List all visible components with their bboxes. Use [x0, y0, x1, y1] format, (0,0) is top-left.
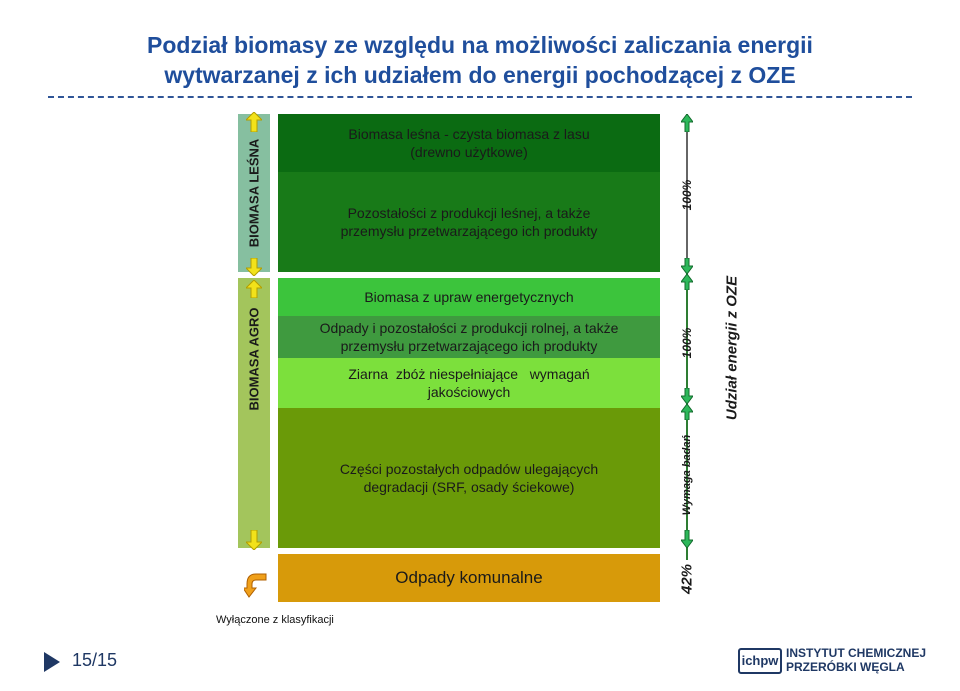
lesna-bottom-arrow-icon: [246, 258, 262, 276]
wymaga-badan: Wymaga badań: [681, 434, 693, 516]
title-line-1: Podział biomasy ze względu na możliwości…: [147, 32, 813, 58]
biomasa-agro-bar: BIOMASA AGRO: [238, 278, 270, 548]
ruler-agro-end-arrow-icon: [681, 388, 693, 404]
title-line-2: wytwarzanej z ich udziałem do energii po…: [164, 62, 796, 88]
pct-lesna-wrap: 100%: [672, 150, 702, 240]
agro-block-2: Odpady i pozostałości z produkcji rolnej…: [278, 316, 660, 358]
biomasa-lesna-bar: BIOMASA LEŚNA: [238, 114, 270, 272]
logo-mark: ichpw: [741, 653, 779, 668]
pct-agro-wrap: 100%: [672, 298, 702, 388]
agro-block-3-line-1: Ziarna zbóż niespełniające wymagań: [348, 366, 590, 382]
ruler-lesna-end-arrow-icon: [681, 258, 693, 274]
komunalne-block: Odpady komunalne: [278, 554, 660, 602]
logo-line-1: INSTYTUT CHEMICZNEJ: [786, 646, 927, 660]
excluded-turn-arrow-icon: [244, 573, 267, 598]
lesna-block-2-line-2: przemysłu przetwarzającego ich produkty: [340, 223, 598, 239]
agro-block-1-label: Biomasa z upraw energetycznych: [364, 289, 574, 305]
agro-block-2-line-1: Odpady i pozostałości z produkcji rolnej…: [319, 320, 619, 336]
udzial-energii-label: Udział energii z OZE: [723, 275, 741, 421]
excluded-note: Wyłączone z klasyfikacji: [216, 614, 334, 626]
pct-agro: 100%: [680, 327, 694, 359]
agro-top-arrow-icon: [246, 280, 262, 298]
pct-kom-wrap: 42%: [672, 556, 702, 602]
lesna-ruler-line: [686, 114, 688, 272]
udzial-wrap: Udział energii z OZE: [716, 270, 748, 426]
lesna-block-1-line-1: Biomasa leśna - czysta biomasa z lasu: [348, 126, 590, 142]
lesna-block-1: Biomasa leśna - czysta biomasa z lasu (d…: [278, 114, 660, 172]
ruler-degr-start-arrow-icon: [681, 404, 693, 420]
pct-komunalne: 42%: [678, 563, 696, 595]
biomasa-agro-label: BIOMASA AGRO: [246, 307, 262, 411]
title-divider: [48, 96, 912, 98]
komunalne-label: Odpady komunalne: [395, 568, 543, 587]
ruler-degr-end-arrow-icon: [681, 530, 693, 548]
lesna-top-arrow-icon: [246, 112, 262, 132]
degradation-block-line-2: degradacji (SRF, osady ściekowe): [363, 479, 575, 495]
lesna-block-1-line-2: (drewno użytkowe): [410, 144, 528, 160]
ichpw-logo: ichpw: [738, 648, 782, 674]
play-triangle-icon: [44, 652, 60, 672]
agro-block-2-line-2: przemysłu przetwarzającego ich produkty: [340, 338, 598, 354]
page-number: 15/15: [72, 650, 118, 670]
agro-block-1: Biomasa z upraw energetycznych: [278, 278, 660, 316]
ruler-top-arrow-icon: [681, 114, 693, 132]
biomasa-lesna-label: BIOMASA LEŚNA: [246, 138, 262, 248]
agro-block-3: Ziarna zbóż niespełniające wymagań jakoś…: [278, 358, 660, 408]
agro-block-3-line-2: jakościowych: [427, 384, 511, 400]
agro-bottom-arrow-icon: [246, 530, 262, 550]
degradation-block: Części pozostałych odpadów ulegających d…: [278, 408, 660, 548]
ruler-agro-start-arrow-icon: [681, 274, 693, 290]
lesna-block-2-line-1: Pozostałości z produkcji leśnej, a także: [347, 205, 591, 221]
wymaga-wrap: Wymaga badań: [672, 420, 702, 530]
page-title: Podział biomasy ze względu na możliwości…: [60, 30, 900, 90]
logo-line-2: PRZERÓBKI WĘGLA: [786, 660, 905, 674]
lesna-block-2: Pozostałości z produkcji leśnej, a także…: [278, 172, 660, 272]
logo-text: INSTYTUT CHEMICZNEJ PRZERÓBKI WĘGLA: [786, 646, 926, 674]
degradation-block-line-1: Części pozostałych odpadów ulegających: [339, 461, 599, 477]
pct-lesna: 100%: [680, 179, 694, 211]
